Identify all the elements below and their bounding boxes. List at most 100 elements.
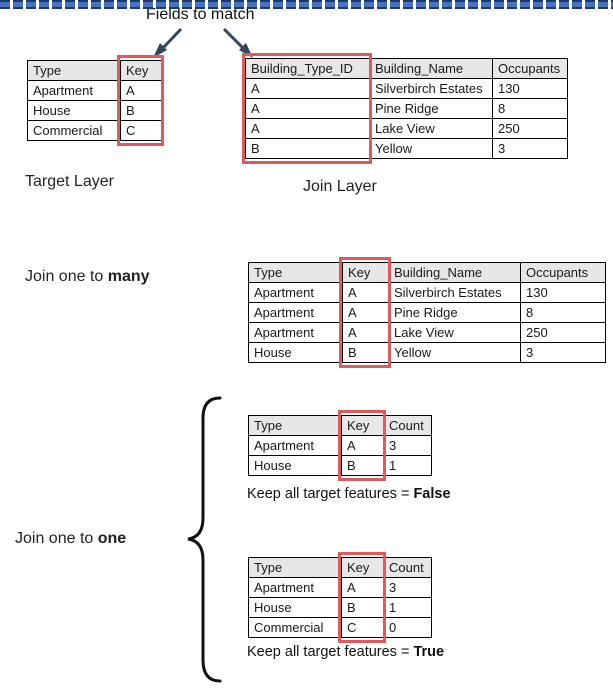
table-cell: A: [342, 302, 389, 323]
table-cell: A: [245, 118, 370, 139]
table-cell: Apartment: [248, 322, 343, 343]
table-cell: Apartment: [248, 435, 342, 456]
keep-true-caption-bold: True: [413, 644, 445, 660]
table-cell: Pine Ridge: [388, 302, 521, 323]
table-cell: 250: [520, 322, 606, 343]
table-cell: House: [248, 455, 342, 476]
table-cell: 250: [492, 118, 568, 139]
keep-false-caption-bold: False: [413, 486, 451, 502]
keep-true-caption-prefix: Keep all target features =: [247, 644, 414, 660]
column-header: Key: [342, 262, 389, 283]
table-cell: B: [245, 138, 370, 159]
table-cell: Silverbirch Estates: [388, 282, 521, 303]
table-cell: 3: [383, 577, 432, 598]
join-layer-label: Join Layer: [303, 178, 377, 195]
table-cell: 3: [492, 138, 568, 159]
join-one-to-one-label: Join one to one: [15, 530, 126, 548]
table-cell: Apartment: [248, 282, 343, 303]
table-cell: Yellow: [388, 342, 521, 363]
arrow-down-left-icon: [153, 27, 183, 58]
target-layer-label: Target Layer: [25, 173, 114, 190]
table-cell: Apartment: [27, 80, 121, 101]
column-header: Type: [248, 557, 342, 578]
keep-false-caption-prefix: Keep all target features =: [247, 486, 414, 502]
table-cell: 130: [520, 282, 606, 303]
table-cell: 8: [520, 302, 606, 323]
column-header: Count: [383, 557, 432, 578]
table-cell: B: [120, 100, 162, 121]
table-cell: A: [342, 282, 389, 303]
table-cell: A: [341, 435, 384, 456]
table-cell: C: [120, 120, 162, 141]
column-header: Building_Name: [369, 58, 493, 79]
table-cell: A: [120, 80, 162, 101]
table-cell: Apartment: [248, 577, 342, 598]
keep-false-caption: Keep all target features = False: [247, 486, 451, 502]
column-header: Type: [27, 60, 121, 81]
join-one-to-many-label-bold: many: [107, 268, 150, 285]
join-one-to-one-label-bold: one: [97, 530, 127, 547]
join-one-to-many-label: Join one to many: [25, 268, 150, 286]
keep-true-caption: Keep all target features = True: [247, 644, 444, 660]
section-divider: [0, 0, 613, 9]
column-header: Type: [248, 415, 342, 436]
table-cell: House: [248, 597, 342, 618]
fields-to-match-caption: Fields to match: [146, 6, 255, 23]
table-cell: 3: [520, 342, 606, 363]
column-header: Key: [341, 415, 384, 436]
table-cell: B: [342, 342, 389, 363]
column-header: Building_Name: [388, 262, 521, 283]
column-header: Count: [383, 415, 432, 436]
column-header: Occupants: [492, 58, 568, 79]
column-header: Occupants: [520, 262, 606, 283]
table-cell: C: [341, 617, 384, 638]
column-header: Key: [341, 557, 384, 578]
table-cell: Yellow: [369, 138, 493, 159]
column-header: Building_Type_ID: [245, 58, 370, 79]
table-cell: 0: [383, 617, 432, 638]
curly-brace: [187, 396, 222, 683]
table-cell: A: [245, 78, 370, 99]
table-cell: B: [341, 597, 384, 618]
table-cell: Apartment: [248, 302, 343, 323]
table-cell: A: [342, 322, 389, 343]
table-cell: A: [245, 98, 370, 119]
table-cell: Silverbirch Estates: [369, 78, 493, 99]
table-cell: Pine Ridge: [369, 98, 493, 119]
table-cell: 3: [383, 435, 432, 456]
table-cell: 1: [383, 597, 432, 618]
table-cell: 8: [492, 98, 568, 119]
table-cell: House: [27, 100, 121, 121]
arrow-down-right-icon: [222, 27, 253, 58]
table-cell: B: [341, 455, 384, 476]
column-header: Type: [248, 262, 343, 283]
join-one-to-many-label-prefix: Join one to: [25, 268, 108, 285]
column-header: Key: [120, 60, 162, 81]
table-cell: Commercial: [248, 617, 342, 638]
join-one-to-one-label-prefix: Join one to: [15, 530, 98, 547]
